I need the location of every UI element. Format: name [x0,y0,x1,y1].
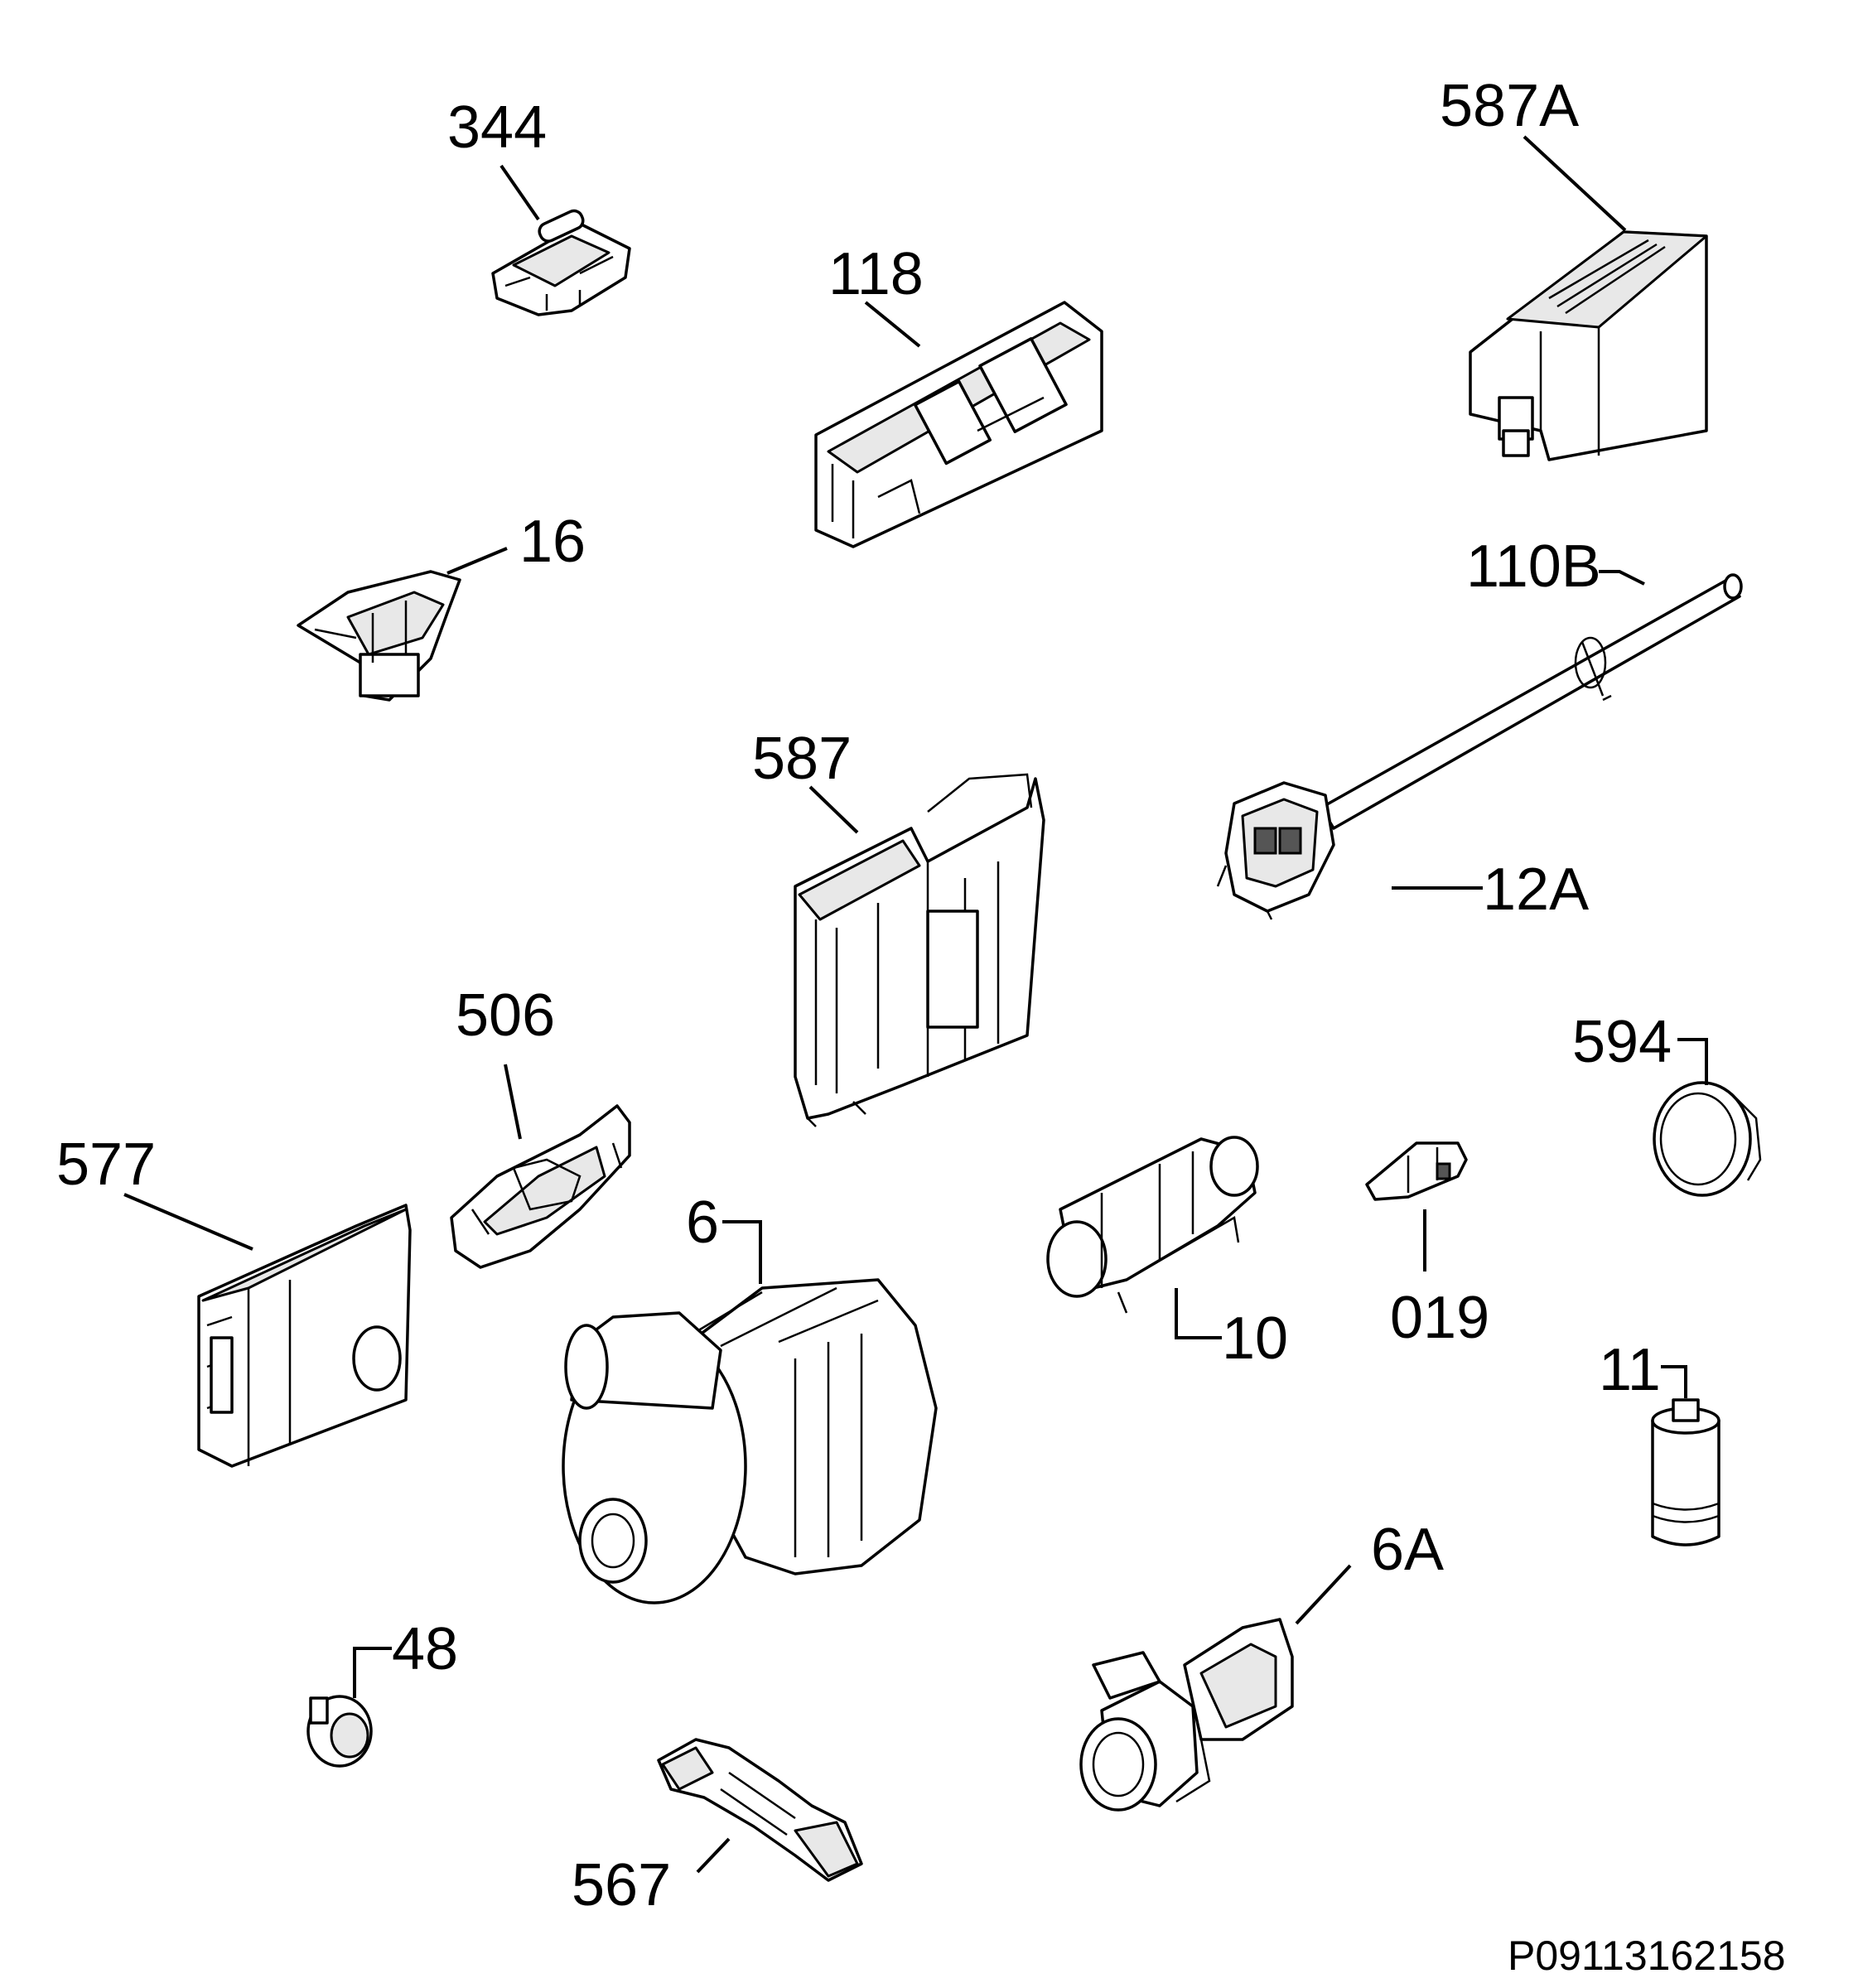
label-16: 16 [519,509,586,575]
part-344-drawing [491,209,631,316]
leader-567 [696,1837,731,1874]
leader-11 [1661,1365,1687,1398]
part-118-drawing [814,301,1103,548]
label-48: 48 [392,1616,458,1682]
leader-587 [808,785,859,834]
leader-10 [1175,1288,1222,1339]
part-506-drawing [450,1104,631,1269]
leader-48 [353,1647,392,1698]
label-110B: 110B [1466,533,1601,600]
label-12A: 12A [1483,856,1589,923]
leader-344 [499,164,540,221]
diagram-code: P09113162158 [1508,1933,1786,1979]
leader-6 [722,1220,762,1284]
leader-6A [1295,1564,1352,1625]
part-16-drawing [297,570,461,702]
part-11-drawing [1651,1398,1720,1546]
part-594-drawing [1653,1081,1762,1197]
leader-594 [1677,1038,1708,1085]
label-118: 118 [828,241,924,307]
leader-577 [123,1193,253,1251]
leader-118 [864,301,921,348]
part-10-drawing [1046,1136,1259,1314]
label-587: 587 [752,726,852,792]
label-594: 594 [1572,1009,1672,1075]
part-587-drawing [794,773,1045,1127]
part-567-drawing [657,1738,863,1882]
label-567: 567 [572,1852,671,1918]
part-587A-drawing [1469,230,1708,461]
leader-506 [504,1064,522,1140]
label-019: 019 [1390,1285,1489,1351]
part-019-drawing [1365,1141,1468,1201]
label-6: 6 [686,1189,719,1256]
leader-110B [1599,570,1645,586]
label-587A: 587A [1440,73,1579,139]
leader-16 [446,547,508,575]
label-506: 506 [456,982,555,1049]
part-577-drawing [197,1204,412,1468]
label-6A: 6A [1371,1517,1444,1583]
label-344: 344 [447,94,547,161]
part-12A-drawing [1216,573,1743,920]
label-577: 577 [56,1132,156,1198]
part-6-drawing [562,1278,938,1604]
label-10: 10 [1222,1305,1288,1372]
part-48-drawing [306,1695,373,1768]
leader-587A [1523,135,1627,232]
part-6A-drawing [1079,1618,1294,1812]
label-11: 11 [1599,1337,1661,1403]
